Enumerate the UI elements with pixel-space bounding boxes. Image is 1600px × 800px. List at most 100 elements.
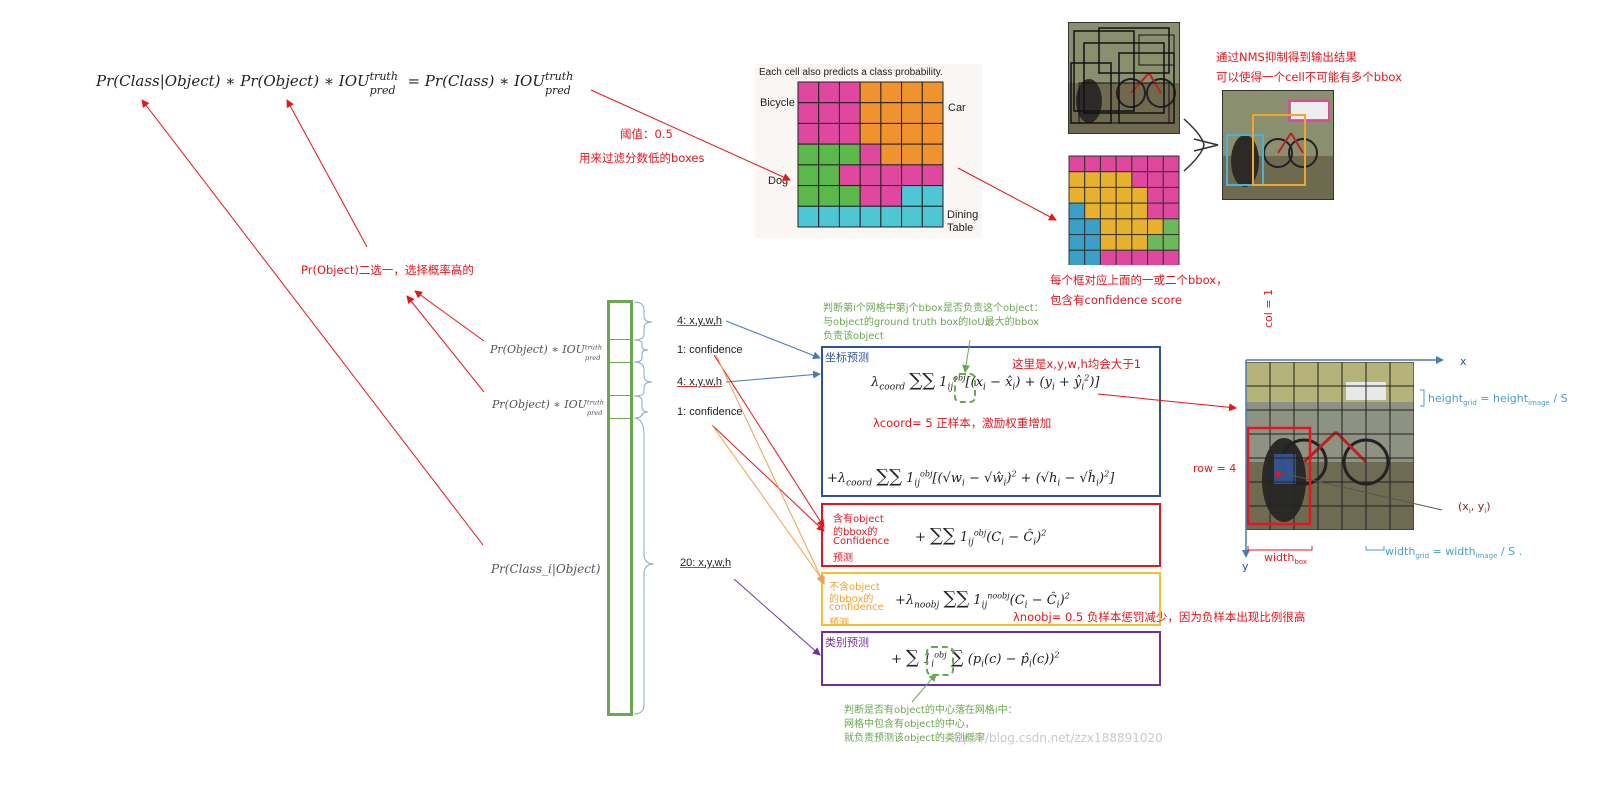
grid-cell xyxy=(1147,202,1164,220)
obj-indicator-highlight-1 xyxy=(954,373,976,403)
grid-cell xyxy=(818,102,840,124)
green-note-bot-1: 判断是否有object的中心落在网格i中： xyxy=(844,705,1018,716)
grid-cell xyxy=(838,122,861,145)
grid-cell xyxy=(1068,171,1086,188)
label-table: Table xyxy=(947,222,974,234)
grid-cell xyxy=(859,102,882,124)
grid-cell xyxy=(901,164,923,187)
grid-cell xyxy=(1147,171,1164,188)
grid-cell xyxy=(880,205,903,228)
vector-divider-3 xyxy=(607,395,633,396)
grid-y-label: y xyxy=(1242,560,1249,573)
grid-cell xyxy=(1147,234,1164,251)
grid-cell xyxy=(859,164,882,187)
class-probability-grid xyxy=(797,81,944,228)
grid-cell xyxy=(1131,171,1149,188)
grid-cell xyxy=(838,164,861,187)
arrow-f2-to-note xyxy=(406,295,485,393)
class-pred-box: 类别预测 + ∑ 1iobj ∑ (pi(c) − p̂i(c))2 xyxy=(821,631,1161,686)
grid-cell xyxy=(1131,234,1149,251)
grid-cell xyxy=(818,185,840,207)
grid-cell xyxy=(1162,202,1180,220)
nms-arrow xyxy=(1183,118,1219,172)
grid-cell xyxy=(818,122,840,145)
grid-cell xyxy=(1162,155,1180,173)
label-car: Car xyxy=(948,102,966,114)
nms-note-2: 可以使得一个cell不可能有多个bbox xyxy=(1216,70,1402,84)
grid-cell xyxy=(901,122,923,145)
grid-cell xyxy=(1068,186,1086,204)
conf-obj-title-4: 预测 xyxy=(833,553,853,564)
grid-cell xyxy=(838,102,861,124)
grid-cell xyxy=(921,143,944,166)
grid-cell xyxy=(1162,234,1180,251)
grid-cell xyxy=(1115,218,1133,236)
arrow-class-to-formula xyxy=(141,99,484,546)
grid-cell xyxy=(921,164,944,187)
conf-noobj-title-2: 的bbox的 xyxy=(829,594,874,605)
obj-indicator-highlight-2 xyxy=(926,646,954,676)
grid-cell xyxy=(1115,249,1133,265)
grid-cell xyxy=(1115,202,1133,220)
grid-cell xyxy=(921,81,944,104)
grid-cell xyxy=(880,81,903,104)
grid-cell xyxy=(797,102,820,124)
grid-cell xyxy=(859,122,882,145)
grid-cell xyxy=(1131,186,1149,204)
grid-cell xyxy=(1115,186,1133,204)
grid-axes xyxy=(1242,356,1444,558)
grid-cell xyxy=(859,143,882,166)
grid-cell xyxy=(1068,234,1086,251)
vector-label-conf-2: 1: confidence xyxy=(677,406,743,418)
grid-cell xyxy=(921,185,944,207)
grid-cell xyxy=(859,205,882,228)
class-prob-title: Each cell also predicts a class probabil… xyxy=(759,67,943,78)
height-formula: heightgrid = heightimage / S xyxy=(1428,392,1568,408)
width-box-label: widthbox xyxy=(1264,551,1307,567)
grid-cell xyxy=(797,143,820,166)
grid-cell xyxy=(880,185,903,207)
grid-cell xyxy=(1115,155,1133,173)
center-xy-label: (xi, yi) xyxy=(1458,500,1491,516)
grid-cell xyxy=(1147,218,1164,236)
green-note-top-1: 判断第i个网格中第j个bbox是否负责这个object： xyxy=(823,303,1044,314)
grid-cell xyxy=(1084,249,1101,265)
grid-cell xyxy=(921,122,944,145)
threshold-label: 阈值：0.5 xyxy=(620,127,673,141)
coord-prediction-box: 坐标预测 λcoord ∑∑ 1ijobj[(xi − x̂i) + (yi +… xyxy=(821,346,1161,497)
green-note-top-2: 与object的ground truth box的IoU最大的bbox xyxy=(823,317,1040,328)
arrow-xywh2-to-coord xyxy=(725,370,821,383)
grid-cell xyxy=(1068,155,1086,173)
left-formula-3: Pr(Class_i|Object) xyxy=(491,562,601,576)
grid-cell xyxy=(838,81,861,104)
grid-coordinate-photo xyxy=(1246,362,1414,530)
conf-noobj-box: 不含object 的bbox的 confidence 预测 +λnoobj ∑∑… xyxy=(821,572,1161,626)
nms-note-1: 通过NMS抑制得到输出结果 xyxy=(1216,50,1357,64)
grid-cell xyxy=(901,81,923,104)
coord-note: 这里是x,y,w,h均会大于1 xyxy=(1012,357,1142,371)
arrow-conf1-to-obj xyxy=(713,354,825,528)
vector-label-xywh-2: 4: x,y,w,h xyxy=(677,376,723,388)
conf-noobj-formula: +λnoobj ∑∑ 1ijnoobj(Ci − Ĉi)2 xyxy=(895,588,1070,611)
conf-noobj-title-4: 预测 xyxy=(829,618,849,624)
grid-cell xyxy=(1131,249,1149,265)
grid-cell xyxy=(1147,249,1164,265)
vector-label-conf-1: 1: confidence xyxy=(677,344,743,356)
grid-cell xyxy=(1084,234,1101,251)
grid-cell xyxy=(1162,218,1180,236)
grid-cell xyxy=(1115,234,1133,251)
class-pred-title: 类别预测 xyxy=(825,636,869,649)
grid-cell xyxy=(880,122,903,145)
green-note-bot-3: 就负责预测该object的类别概率 xyxy=(844,733,985,744)
conf-noobj-title-3: confidence xyxy=(829,602,884,613)
grid-col-label: col = 1 xyxy=(1262,288,1275,328)
grid-cell xyxy=(1084,155,1101,173)
class-probability-panel: Each cell also predicts a class probabil… xyxy=(755,64,982,238)
arrow-note-to-object xyxy=(286,99,368,248)
grid-cell xyxy=(859,185,882,207)
nms-result-photo xyxy=(1222,90,1334,200)
grid-cell xyxy=(797,185,820,207)
grid-cell xyxy=(797,205,820,228)
